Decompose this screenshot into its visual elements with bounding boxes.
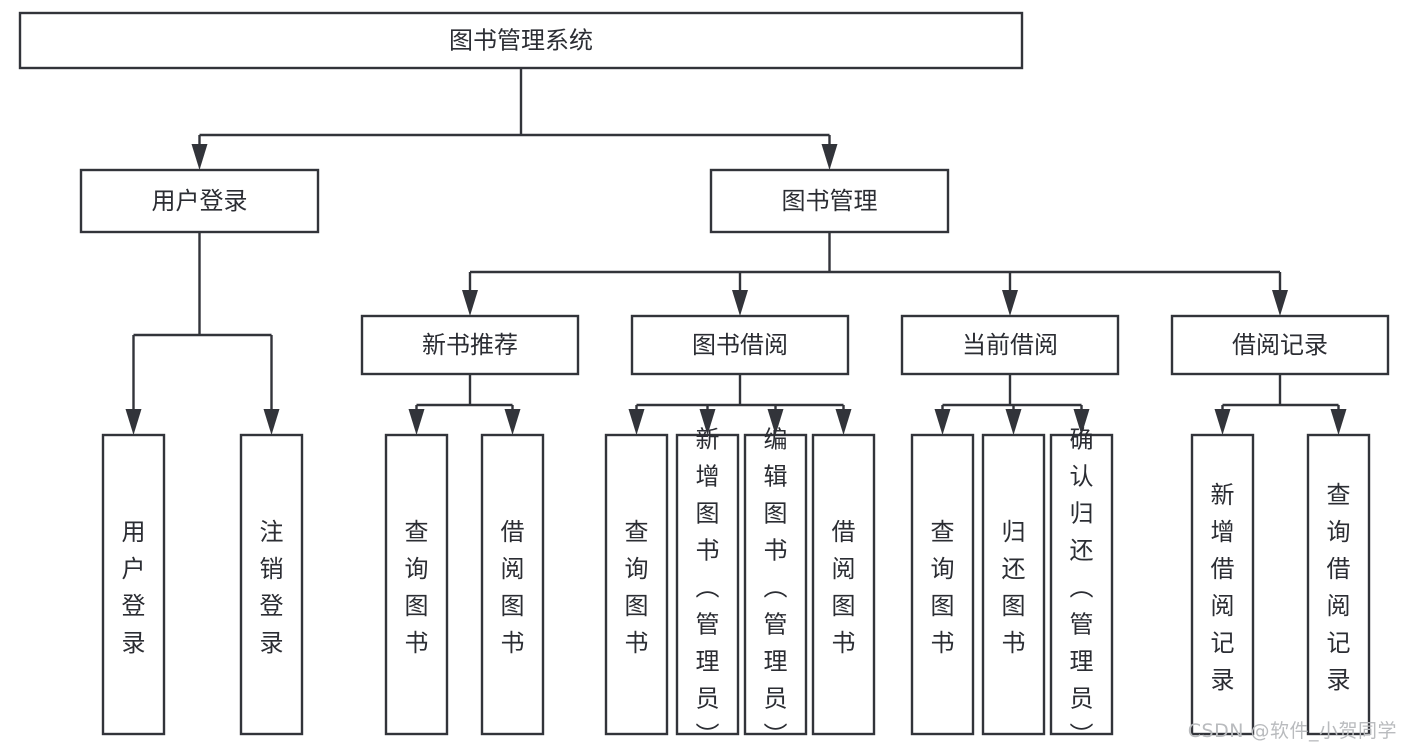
node-borrow-record[interactable]: 借阅记录 [1170,314,1390,376]
node-book-manage[interactable]: 图书管理 [709,168,950,234]
node-label-leaf-cur-query: 查询图书 [931,518,955,657]
node-box-leaf-borrow-add[interactable] [675,433,740,736]
node-leaf-cur-confirm[interactable]: 确认归还︵管理员︶ [1049,426,1114,747]
connector-new-book-rec [408,374,521,435]
node-leaf-user-login[interactable]: 用户登录 [101,433,166,736]
node-leaf-borrow-edit[interactable]: 编辑图书︵管理员︶ [743,426,808,747]
node-box-user-login[interactable] [79,168,320,234]
node-leaf-cur-query[interactable]: 查询图书 [910,433,975,736]
connector-current-borrow [934,374,1090,435]
node-box-leaf-user-login[interactable] [101,433,166,736]
node-leaf-rec-search[interactable]: 查询借阅记录 [1306,433,1371,736]
node-leaf-cur-return[interactable]: 归还图书 [981,433,1046,736]
node-box-leaf-rec-borrow[interactable] [480,433,545,736]
connector-layer [125,68,1347,435]
node-current-borrow[interactable]: 当前借阅 [900,314,1120,376]
node-label-leaf-rec-query: 查询图书 [405,518,429,657]
node-label-leaf-borrow-query: 查询图书 [625,518,649,657]
node-new-book-rec[interactable]: 新书推荐 [360,314,580,376]
node-leaf-rec-add[interactable]: 新增借阅记录 [1190,433,1255,736]
node-box-current-borrow[interactable] [900,314,1120,376]
node-label-borrow-record: 借阅记录 [1232,331,1328,359]
node-box-new-book-rec[interactable] [360,314,580,376]
node-label-leaf-cur-confirm: 确认归还︵管理员︶ [1070,426,1094,747]
node-root[interactable]: 图书管理系统 [18,11,1024,70]
node-box-leaf-cur-confirm[interactable] [1049,433,1114,736]
node-label-leaf-rec-borrow: 借阅图书 [501,518,525,657]
connector-book-borrow [628,374,852,435]
node-box-leaf-rec-query[interactable] [384,433,449,736]
node-label-root: 图书管理系统 [449,27,593,55]
node-label-leaf-cur-return: 归还图书 [1002,518,1026,657]
node-layer: 图书管理系统用户登录图书管理新书推荐图书借阅当前借阅借阅记录用户登录注销登录查询… [18,11,1390,747]
connector-book-manage [462,232,1288,316]
node-label-leaf-rec-add: 新增借阅记录 [1211,481,1235,694]
node-label-leaf-borrow-lend: 借阅图书 [832,518,856,657]
node-label-user-login: 用户登录 [152,187,248,215]
node-leaf-borrow-add[interactable]: 新增图书︵管理员︶ [675,426,740,747]
node-box-leaf-borrow-query[interactable] [604,433,669,736]
connector-borrow-record [1214,374,1347,435]
node-label-book-manage: 图书管理 [782,187,878,215]
node-book-borrow[interactable]: 图书借阅 [630,314,850,376]
node-box-book-borrow[interactable] [630,314,850,376]
node-label-new-book-rec: 新书推荐 [422,331,518,359]
node-box-root[interactable] [18,11,1024,70]
node-label-leaf-borrow-edit: 编辑图书︵管理员︶ [764,426,788,747]
node-leaf-borrow-query[interactable]: 查询图书 [604,433,669,736]
node-label-book-borrow: 图书借阅 [692,331,788,359]
watermark-text: CSDN @软件_小贺同学 [1187,720,1397,742]
node-box-leaf-cur-return[interactable] [981,433,1046,736]
node-label-leaf-borrow-add: 新增图书︵管理员︶ [696,426,720,747]
node-user-login[interactable]: 用户登录 [79,168,320,234]
node-leaf-rec-query[interactable]: 查询图书 [384,433,449,736]
node-box-borrow-record[interactable] [1170,314,1390,376]
node-box-leaf-cur-query[interactable] [910,433,975,736]
node-label-leaf-user-logout: 注销登录 [260,518,284,657]
connector-root [191,68,838,170]
node-box-book-manage[interactable] [709,168,950,234]
node-box-leaf-borrow-edit[interactable] [743,433,808,736]
node-leaf-user-logout[interactable]: 注销登录 [239,433,304,736]
node-label-leaf-user-login: 用户登录 [122,518,146,657]
node-box-leaf-borrow-lend[interactable] [811,433,876,736]
node-leaf-borrow-lend[interactable]: 借阅图书 [811,433,876,736]
node-box-leaf-user-logout[interactable] [239,433,304,736]
node-label-current-borrow: 当前借阅 [962,331,1058,359]
node-leaf-rec-borrow[interactable]: 借阅图书 [480,433,545,736]
node-label-leaf-rec-search: 查询借阅记录 [1327,481,1351,694]
node-box-leaf-rec-search[interactable] [1306,433,1371,736]
connector-user-login [125,232,280,435]
node-box-leaf-rec-add[interactable] [1190,433,1255,736]
